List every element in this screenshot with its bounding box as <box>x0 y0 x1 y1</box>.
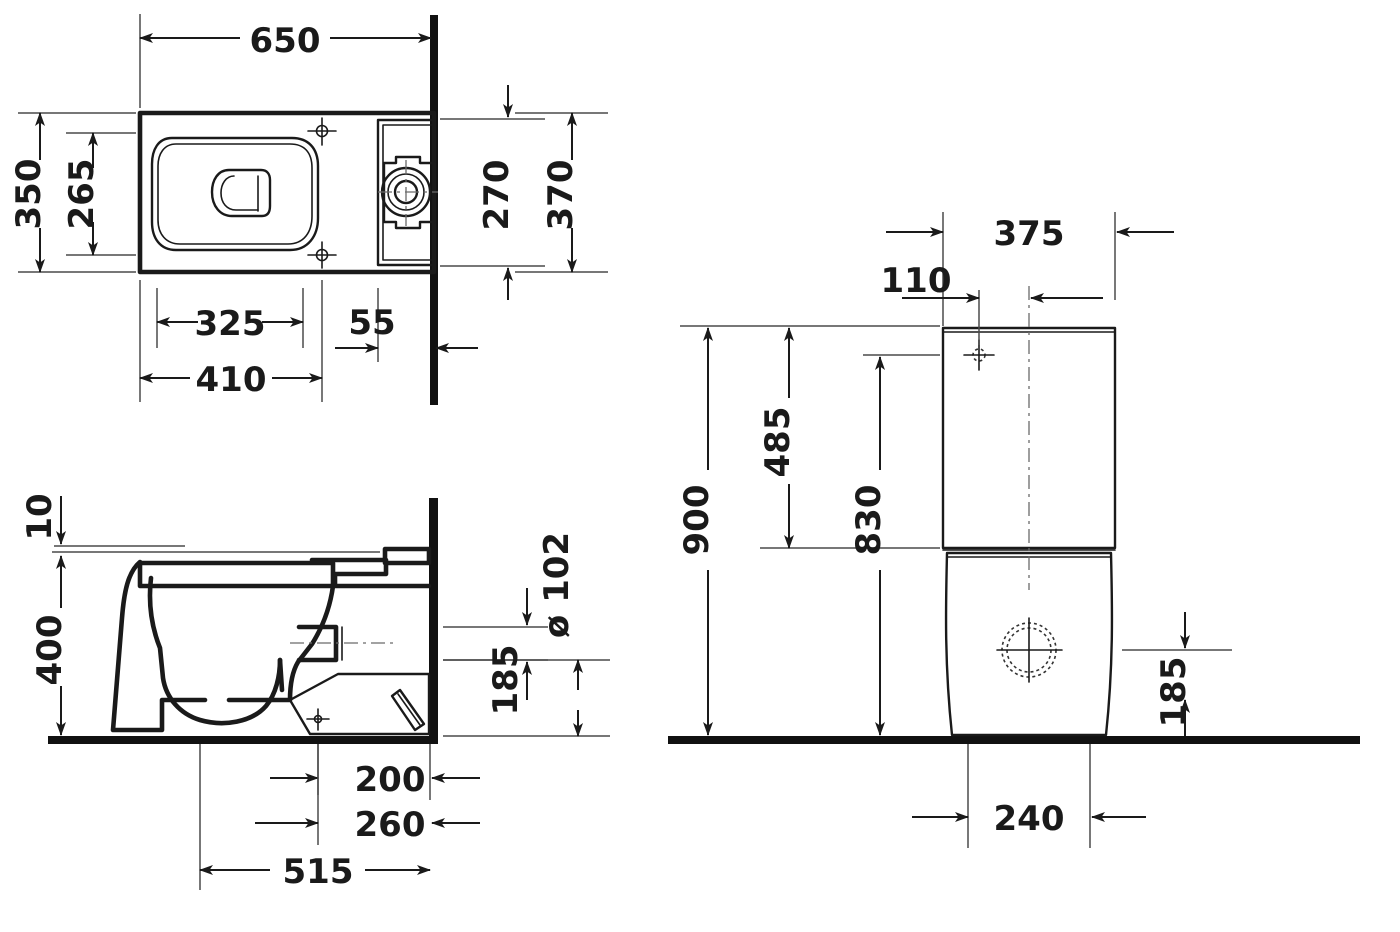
dim-110: 110 <box>881 261 1103 345</box>
rim-band-section <box>137 560 336 589</box>
dim-515-label: 515 <box>283 852 354 892</box>
outlet-opening-elevation <box>996 617 1063 683</box>
dim-350: 350 <box>9 112 136 273</box>
dim-485-label: 485 <box>758 407 798 478</box>
dim-830: 830 <box>849 354 940 736</box>
dim-10: 10 <box>20 493 185 547</box>
dim-102-label: ø 102 <box>537 532 577 638</box>
dim-265-label: 265 <box>62 159 102 230</box>
dim-370-label: 370 <box>541 160 581 231</box>
dim-270: 270 <box>440 85 545 300</box>
pedestal-body-elevation <box>944 551 1114 737</box>
dim-185-elevation-label: 185 <box>1154 657 1194 728</box>
floor-line-section <box>48 736 438 744</box>
dim-200: 200 <box>270 744 480 800</box>
dim-240-label: 240 <box>994 799 1065 839</box>
dim-650-label: 650 <box>250 21 321 61</box>
dim-200-label: 200 <box>355 760 426 800</box>
dim-10-label: 10 <box>20 493 60 540</box>
dim-375-label: 375 <box>994 214 1065 254</box>
fixing-hole-top <box>307 117 337 146</box>
dim-400-label: 400 <box>30 615 70 686</box>
dim-260-label: 260 <box>355 805 426 845</box>
dim-410-label: 410 <box>196 360 267 400</box>
flush-opening-inner-plan <box>220 175 259 211</box>
side-section-view: 10 400 ø 102 185 <box>20 493 610 892</box>
tank-shelf-section <box>309 557 432 589</box>
dim-650: 650 <box>139 14 432 108</box>
dim-260: 260 <box>255 744 480 845</box>
dim-350-label: 350 <box>9 159 49 230</box>
flush-valve-block-plan <box>382 155 436 230</box>
dim-515: 515 <box>199 744 431 892</box>
dim-900-label: 900 <box>677 485 717 556</box>
base-shroud-section <box>288 672 431 736</box>
dim-400: 400 <box>30 555 70 736</box>
flush-opening-plan <box>210 168 272 218</box>
pan-outline-plan <box>137 110 437 275</box>
dim-270-label: 270 <box>477 160 517 231</box>
dim-485: 485 <box>758 327 940 549</box>
dim-830-label: 830 <box>849 485 889 556</box>
dim-185-section: 185 <box>443 645 610 737</box>
dim-375: 375 <box>886 212 1174 326</box>
dim-325: 325 <box>156 288 304 348</box>
dim-110-label: 110 <box>881 261 952 301</box>
fixing-hole-bottom <box>307 241 337 269</box>
fixing-slot-section <box>390 688 426 732</box>
dim-265: 265 <box>62 132 136 256</box>
dim-185-section-label: 185 <box>486 645 526 716</box>
dim-240: 240 <box>912 744 1146 848</box>
fixing-slot-inner <box>397 693 421 726</box>
dim-370: 370 <box>515 112 608 273</box>
seat-outer-plan <box>150 136 320 252</box>
bowl-inner-profile-section <box>147 575 283 726</box>
dim-325-label: 325 <box>195 304 266 344</box>
floor-line-elevation <box>668 736 1360 744</box>
dim-185-elevation: 185 <box>1122 612 1232 736</box>
front-elevation-view: 375 110 900 485 830 <box>668 212 1360 848</box>
dim-410: 410 <box>139 280 323 402</box>
wall-line-section <box>429 498 438 741</box>
bowl-outer-front-section <box>110 559 208 733</box>
dim-55: 55 <box>335 288 478 362</box>
trap-lip-section <box>277 657 285 693</box>
base-fixing-cross-section <box>306 708 330 731</box>
cistern-connector-section <box>382 546 432 566</box>
seat-inner-plan <box>157 143 313 245</box>
dim-55-label: 55 <box>348 303 395 343</box>
top-plan-view: 650 350 265 270 <box>9 14 608 405</box>
dim-900: 900 <box>677 325 940 736</box>
